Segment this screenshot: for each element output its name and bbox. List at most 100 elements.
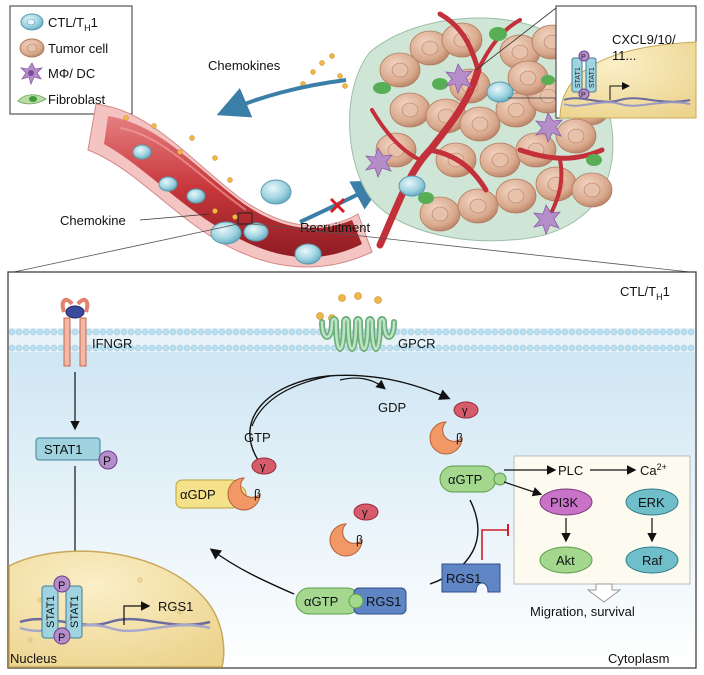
lipid-head xyxy=(204,328,212,336)
lipid-head xyxy=(589,328,597,336)
lipid-head xyxy=(617,328,625,336)
phospho-icon xyxy=(98,450,118,470)
inset-stat1-label: STAT1 xyxy=(575,67,582,88)
lipid-head xyxy=(442,328,450,336)
tumor-cell-nucleus xyxy=(507,102,525,118)
zoom-line-left xyxy=(13,223,239,273)
lipid-head xyxy=(36,328,44,336)
erk-label: ERK xyxy=(638,495,665,510)
lipid-head xyxy=(526,328,534,336)
vessel-ctl-cells xyxy=(132,144,322,265)
lipid-head xyxy=(197,328,205,336)
lipid-head xyxy=(155,344,163,352)
alpha-gtp-active: αGTP xyxy=(439,465,507,493)
lipid-head xyxy=(456,344,464,352)
lipid-head xyxy=(407,344,415,352)
inset-p-label: P xyxy=(581,54,586,61)
lipid-head xyxy=(456,328,464,336)
lipid-head xyxy=(232,344,240,352)
inset-stat1-box: STAT1 STAT1 P P CXCL9/10/ 11... xyxy=(475,5,697,119)
lipid-head xyxy=(414,344,422,352)
lipid-head xyxy=(533,344,541,352)
rgs1-complex-label: RGS1 xyxy=(366,594,401,609)
lipid-head xyxy=(113,344,121,352)
lipid-head xyxy=(624,344,632,352)
stat1-protein: STAT1 P xyxy=(35,437,118,470)
lipid-head xyxy=(435,328,443,336)
lipid-head xyxy=(127,344,135,352)
phospho-icon xyxy=(53,575,71,593)
lipid-head xyxy=(106,328,114,336)
lipid-head xyxy=(666,344,674,352)
lipid-head xyxy=(309,344,317,352)
lipid-head xyxy=(631,344,639,352)
tumor-cell-nucleus xyxy=(401,102,419,118)
legend-label-ctl: CTL/T xyxy=(48,15,84,30)
lipid-head xyxy=(57,328,65,336)
inset-p-label: P xyxy=(581,92,586,99)
lipid-head xyxy=(484,328,492,336)
blocked-x-icon xyxy=(329,197,346,214)
lipid-head xyxy=(407,328,415,336)
phospho-label: P xyxy=(58,580,65,592)
ctl-cell xyxy=(260,179,292,205)
ifng-ligand-icon xyxy=(65,305,85,319)
lipid-head xyxy=(652,328,660,336)
ctl-cell xyxy=(210,221,242,245)
panel-title: CTL/TH1 xyxy=(620,284,670,302)
lipid-head xyxy=(120,344,128,352)
lipid-head xyxy=(687,328,695,336)
lipid-head xyxy=(120,328,128,336)
legend-item-tumor: Tumor cell xyxy=(19,38,108,58)
ctl-cell xyxy=(294,243,322,265)
lipid-head xyxy=(309,328,317,336)
lipid-head xyxy=(680,328,688,336)
lipid-head xyxy=(491,328,499,336)
legend-item-macrophage: MΦ/ DC xyxy=(19,62,95,86)
tumor-cell-nucleus xyxy=(583,182,601,198)
lipid-head xyxy=(589,344,597,352)
lipid-head xyxy=(281,344,289,352)
lipid-head xyxy=(463,328,471,336)
rgs1-free: RGS1 xyxy=(441,563,501,593)
gamma-label: γ xyxy=(362,507,368,519)
rgs1-label: RGS1 xyxy=(446,571,481,586)
lipid-head xyxy=(442,344,450,352)
lipid-head xyxy=(470,344,478,352)
blood-vessel xyxy=(87,103,373,268)
lipid-head xyxy=(519,328,527,336)
lipid-head xyxy=(505,344,513,352)
rgs1-transcription-arrow xyxy=(123,601,151,625)
beta-label: β xyxy=(254,487,261,501)
lipid-head xyxy=(477,328,485,336)
lipid-head xyxy=(85,328,93,336)
lipid-head xyxy=(50,328,58,336)
lipid-head xyxy=(225,328,233,336)
lipid-head xyxy=(211,344,219,352)
lipid-head xyxy=(141,328,149,336)
gpcr-label: GPCR xyxy=(398,336,436,351)
legend-label-macrophage: MΦ/ DC xyxy=(48,66,95,81)
lipid-head xyxy=(484,344,492,352)
lipid-head xyxy=(169,328,177,336)
lipid-head xyxy=(169,344,177,352)
tumor-cell-nucleus xyxy=(391,62,409,78)
lipid-head xyxy=(106,344,114,352)
alpha-gdp-complex: αGDP γ β xyxy=(175,457,277,511)
lipid-head xyxy=(8,344,16,352)
lipid-head xyxy=(246,344,254,352)
lipid-head xyxy=(15,328,23,336)
akt-label: Akt xyxy=(556,553,575,568)
lipid-head xyxy=(92,328,100,336)
legend-item-fibroblast: Fibroblast xyxy=(17,92,105,107)
gdp-label: GDP xyxy=(378,400,406,415)
ctl-nucleus-icon xyxy=(26,18,36,26)
lipid-head xyxy=(22,344,30,352)
lipid-head xyxy=(428,344,436,352)
gdp-exit-arrow xyxy=(339,377,386,390)
lipid-head xyxy=(260,344,268,352)
lipid-head xyxy=(666,328,674,336)
tumor-cell-nucleus xyxy=(431,206,449,222)
lipid-head xyxy=(603,344,611,352)
